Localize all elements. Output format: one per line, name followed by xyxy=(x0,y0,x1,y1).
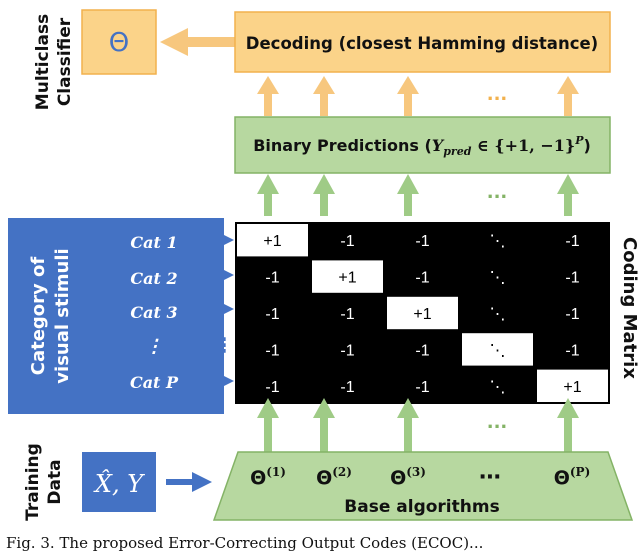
base-theta-dots: ⋯ xyxy=(479,465,501,490)
green-arrow-l3 xyxy=(397,398,419,452)
base-theta-3: Θ(3) xyxy=(390,465,426,489)
coding-matrix-cell: ⋱ xyxy=(490,270,506,287)
base-theta-1: Θ(1) xyxy=(250,465,286,489)
green-ellipsis-lower: ... xyxy=(487,412,508,433)
blue-arrow-1 xyxy=(186,230,234,250)
blue-arrow-2 xyxy=(186,265,234,285)
figure-caption: Fig. 3. The proposed Error-Correcting Ou… xyxy=(6,534,483,552)
category-label-p: Cat P xyxy=(130,373,179,392)
blue-side-dots: ⋮ xyxy=(214,333,234,357)
decoding-to-classifier-arrow xyxy=(160,28,235,56)
blue-arrows xyxy=(186,230,234,391)
classifier-box xyxy=(81,9,157,75)
stimuli-label-line1: Category of xyxy=(28,257,49,376)
coding-matrix-white-cell xyxy=(312,260,383,293)
training-label-line2: Data xyxy=(45,459,65,504)
coding-matrix-cell: -1 xyxy=(265,379,279,396)
coding-matrix: +1 -1 -1 ⋱ -1 -1 +1 -1 ⋱ -1 -1 -1 +1 ⋱ -1 -1 -1 -1 ⋱ -1 -1 -1… xyxy=(235,222,610,404)
green-arrow-l2 xyxy=(313,398,335,452)
coding-matrix-label: Coding Matrix xyxy=(619,237,640,379)
orange-ellipsis: ... xyxy=(487,84,508,105)
coding-matrix-cell: -1 xyxy=(265,270,279,287)
coding-matrix-cell: -1 xyxy=(265,306,279,323)
base-algorithms-box xyxy=(212,451,634,521)
category-labels: Cat 1 Cat 2 Cat 3 ⋮ Cat P xyxy=(130,233,179,392)
green-ellipsis-upper: ... xyxy=(487,182,508,203)
base-theta-p: Θ(P) xyxy=(554,465,591,489)
coding-matrix-cell: -1 xyxy=(340,342,354,359)
coding-matrix-cell: -1 xyxy=(415,379,429,396)
orange-arrow-3 xyxy=(397,76,419,116)
coding-matrix-cell: -1 xyxy=(265,342,279,359)
coding-matrix-white-cell xyxy=(237,224,308,257)
coding-matrix-white-cell xyxy=(537,369,608,402)
coding-matrix-cell: ⋱ xyxy=(490,233,506,250)
coding-matrix-cell: +1 xyxy=(413,306,431,323)
green-arrow-l4 xyxy=(557,398,579,452)
classifier-label-line1: Multiclass xyxy=(33,14,53,110)
base-algorithms-label: Base algorithms xyxy=(344,497,499,517)
orange-arrow-4 xyxy=(557,76,579,116)
category-label-2: Cat 2 xyxy=(130,269,177,288)
training-to-base-arrow xyxy=(166,472,212,492)
category-label-3: Cat 3 xyxy=(130,303,177,322)
training-data-text: X̂, Y xyxy=(93,470,145,498)
coding-matrix-cell: ⋱ xyxy=(490,379,506,396)
coding-matrix-white-cell xyxy=(387,296,458,330)
orange-arrow-1 xyxy=(257,76,279,116)
classifier-label-line2: Classifier xyxy=(55,17,75,106)
green-arrow-u3 xyxy=(397,174,419,216)
training-label-line1: Training xyxy=(23,443,43,521)
green-arrow-l1 xyxy=(257,398,279,452)
coding-matrix-cell: -1 xyxy=(340,379,354,396)
decoding-box xyxy=(234,11,611,73)
blue-arrow-3 xyxy=(186,299,234,319)
training-data-box xyxy=(82,452,156,512)
decoding-text: Decoding (closest Hamming distance) xyxy=(246,34,598,53)
base-theta-2: Θ(2) xyxy=(316,465,352,489)
stimuli-label-line2: visual stimuli xyxy=(52,248,73,383)
orange-arrow-2 xyxy=(313,76,335,116)
binary-predictions-box xyxy=(234,116,611,174)
coding-matrix-cell: +1 xyxy=(338,270,356,287)
green-arrows-upper xyxy=(257,174,579,216)
coding-matrix-cell: -1 xyxy=(565,306,579,323)
green-arrow-u2 xyxy=(313,174,335,216)
training-data-label: Training Data xyxy=(23,443,65,521)
blue-arrow-p xyxy=(186,371,234,391)
coding-matrix-cell: -1 xyxy=(565,270,579,287)
classifier-theta: Θ xyxy=(109,28,129,58)
multiclass-classifier-label: Multiclass Classifier xyxy=(33,14,75,110)
coding-matrix-cell: -1 xyxy=(565,233,579,250)
coding-matrix-cell: -1 xyxy=(415,342,429,359)
green-arrow-u1 xyxy=(257,174,279,216)
orange-arrows xyxy=(257,76,579,116)
category-label-dots: ⋮ xyxy=(145,336,163,357)
coding-matrix-cell: -1 xyxy=(340,233,354,250)
category-label-1: Cat 1 xyxy=(130,233,177,252)
coding-matrix-cell: +1 xyxy=(263,233,281,250)
coding-matrix-cell: ⋱ xyxy=(490,306,506,323)
coding-matrix-cell: -1 xyxy=(340,306,354,323)
binary-predictions-text: Binary Predictions (Ypred ∈ {+1, −1}P) xyxy=(253,134,591,158)
base-thetas: Θ(1) Θ(2) Θ(3) ⋯ Θ(P) xyxy=(250,465,590,490)
green-arrows-lower xyxy=(257,398,579,452)
coding-matrix-cell: ⋱ xyxy=(490,342,506,359)
coding-matrix-cell: -1 xyxy=(415,233,429,250)
coding-matrix-cell: -1 xyxy=(565,342,579,359)
coding-matrix-cell: -1 xyxy=(415,270,429,287)
stimuli-label: Category of visual stimuli xyxy=(28,248,73,383)
coding-matrix-white-cell xyxy=(462,333,533,366)
green-arrow-u4 xyxy=(557,174,579,216)
coding-matrix-cell: +1 xyxy=(563,379,581,396)
